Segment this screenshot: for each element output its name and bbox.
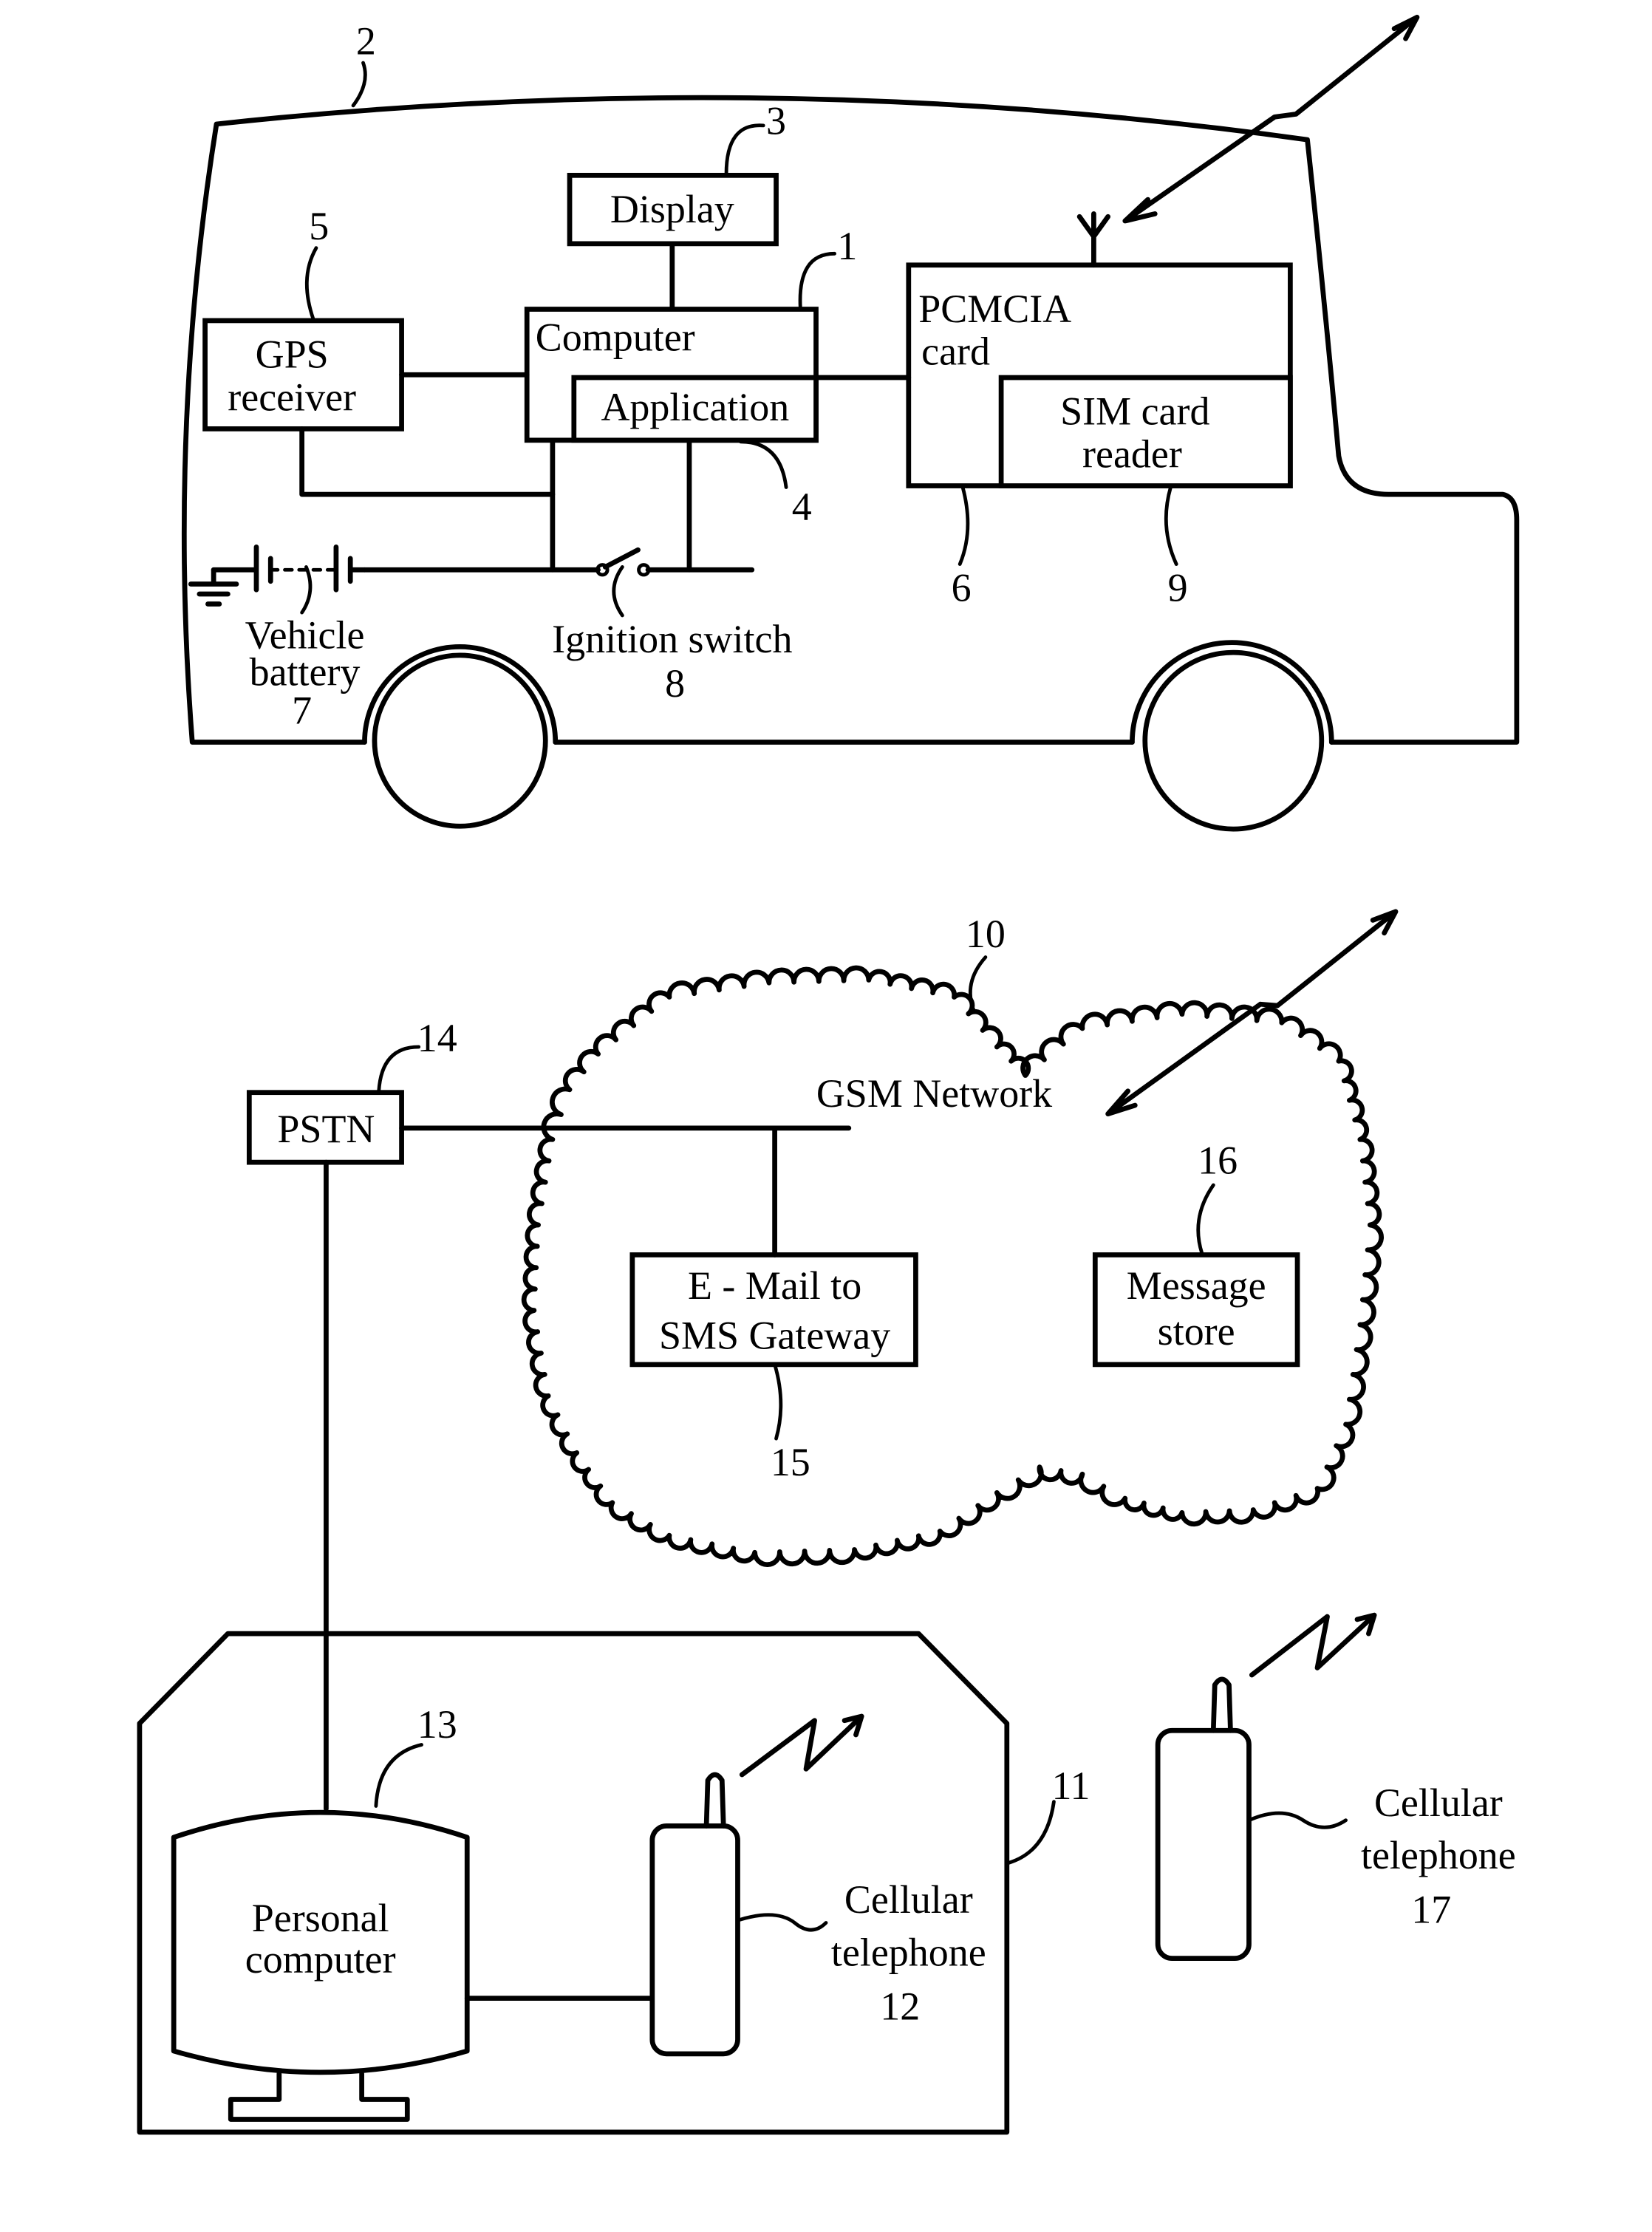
phone17-wireless-icon	[1252, 1615, 1374, 1675]
phone12-antenna-icon	[706, 1775, 723, 1826]
sim-leader	[1166, 487, 1176, 564]
gps-leader	[307, 248, 316, 319]
display-unit: Display 3	[570, 98, 786, 243]
gateway-label-line2: SMS Gateway	[659, 1314, 890, 1358]
pc-leader	[376, 1745, 422, 1806]
phone17-label-line1: Cellular	[1374, 1781, 1503, 1825]
pstn: PSTN 14	[249, 1016, 457, 1162]
vehicle-wireless-link-icon	[1125, 17, 1417, 221]
phone12-label-line1: Cellular	[844, 1877, 973, 1922]
display-label: Display	[610, 187, 734, 231]
phone17-body	[1158, 1730, 1249, 1958]
application-leader	[740, 442, 786, 488]
ignition-label: Ignition switch	[552, 617, 792, 661]
pc-label-line2: computer	[245, 1937, 396, 1982]
pstn-leader	[379, 1047, 419, 1091]
pcmcia-unit: PCMCIA card SIM card reader 6 9	[909, 214, 1291, 610]
phone17-ref: 17	[1411, 1887, 1451, 1931]
message-store-line1: Message	[1127, 1263, 1266, 1308]
pstn-label: PSTN	[277, 1107, 375, 1151]
message-store-ref: 16	[1198, 1139, 1238, 1183]
message-store-leader	[1198, 1185, 1214, 1254]
message-store: Message store 16	[1095, 1139, 1297, 1365]
phone12-body	[652, 1826, 738, 2053]
pcmcia-leader	[960, 487, 968, 564]
antenna-icon	[1079, 214, 1108, 265]
computer-ref: 1	[837, 224, 857, 268]
gsm-network-ref: 10	[966, 912, 1006, 956]
phone12-label-line2: telephone	[831, 1930, 986, 1974]
rear-wheel	[1145, 652, 1322, 829]
battery-leader	[302, 567, 310, 612]
gps-unit: GPS receiver 5	[205, 204, 402, 429]
remote-phone: Cellular telephone 17	[1158, 1615, 1516, 1959]
application-ref: 4	[792, 485, 812, 529]
premises: 11 Personal computer 13 Cellular telepho…	[140, 1634, 1090, 2132]
application-label: Application	[601, 385, 789, 429]
email-sms-gateway: E - Mail to SMS Gateway 15	[632, 1255, 916, 1484]
switch-lever	[605, 550, 638, 567]
front-wheel	[375, 655, 545, 826]
gsm-network-leader	[970, 958, 986, 1011]
phone12-leader	[739, 1915, 826, 1930]
display-leader	[726, 126, 763, 174]
pcmcia-label-line1: PCMCIA	[918, 287, 1071, 331]
pstn-ref: 14	[417, 1016, 457, 1060]
phone17-antenna-icon	[1213, 1679, 1230, 1730]
vehicle-ref: 2	[356, 18, 376, 63]
sim-ref: 9	[1168, 566, 1188, 610]
front-wheel-arch	[364, 646, 555, 742]
gps-ref: 5	[309, 204, 329, 248]
ignition-leader	[614, 567, 623, 615]
gateway-ref: 15	[771, 1440, 810, 1484]
ignition-ref: 8	[665, 661, 685, 706]
phone12-wireless-icon	[742, 1716, 861, 1775]
pc-label-line1: Personal	[252, 1896, 389, 1940]
premises-ref: 11	[1052, 1764, 1090, 1808]
computer-leader	[800, 253, 835, 307]
gps-power-line	[302, 429, 553, 494]
pcmcia-label-line2: card	[921, 330, 990, 374]
pc-ref: 13	[417, 1702, 457, 1747]
vehicle-leader	[353, 63, 365, 106]
sim-label-line2: reader	[1082, 431, 1182, 476]
ground-icon	[191, 570, 236, 604]
switch-contact-right	[639, 565, 649, 575]
pcmcia-ref: 6	[952, 566, 972, 610]
gateway-label-line1: E - Mail to	[688, 1263, 861, 1308]
computer-unit: Computer Application 1 4	[527, 224, 857, 529]
vehicle-battery: Vehicle battery 7	[191, 547, 364, 732]
message-store-line2: store	[1158, 1309, 1235, 1354]
sim-label-line1: SIM card	[1060, 389, 1209, 434]
battery-label-line2: battery	[250, 649, 361, 694]
battery-ref: 7	[292, 688, 312, 732]
computer-label: Computer	[536, 315, 695, 359]
premises-leader	[1008, 1802, 1054, 1863]
gsm-network-label: GSM Network	[816, 1071, 1052, 1116]
gps-label-line1: GPS	[256, 332, 329, 377]
pc-stand	[231, 2074, 407, 2120]
ignition-switch: Ignition switch 8	[552, 550, 792, 706]
phone17-label-line2: telephone	[1361, 1833, 1516, 1877]
phone12-ref: 12	[880, 1984, 920, 2029]
phone17-leader	[1249, 1813, 1345, 1827]
gps-label-line2: receiver	[228, 375, 356, 419]
gateway-leader	[775, 1365, 781, 1438]
display-ref: 3	[766, 98, 786, 143]
